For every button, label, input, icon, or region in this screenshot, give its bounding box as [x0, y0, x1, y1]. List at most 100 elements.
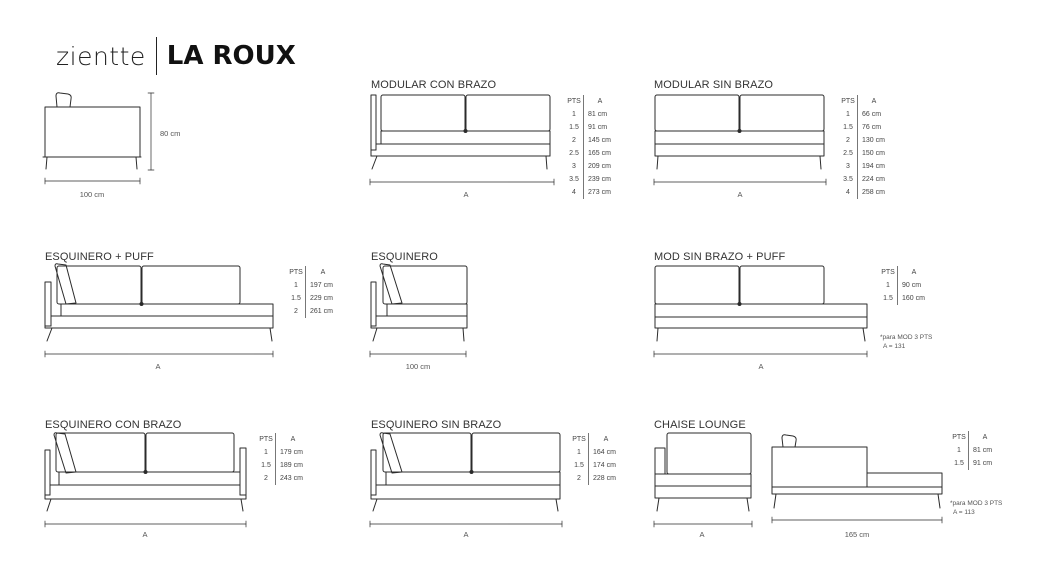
- pts-value: 3.5: [569, 176, 579, 183]
- dimension-label: A: [463, 530, 469, 539]
- mod-sin-brazo-puff-drawing: [653, 265, 868, 358]
- col-pts-header: PTS: [881, 269, 895, 276]
- table-row: 3.5 224 cm: [839, 173, 886, 186]
- pts-value: 2: [572, 137, 576, 144]
- dimension-label: 100 cm: [405, 362, 431, 371]
- a-value: 197 cm: [305, 279, 333, 292]
- a-value: 174 cm: [588, 459, 616, 472]
- a-value: 179 cm: [275, 446, 303, 459]
- pts-value: 2: [294, 308, 298, 315]
- module-title-esquinero-sin-brazo: ESQUINERO SIN BRAZO: [371, 419, 502, 431]
- pts-value: 1: [264, 449, 268, 456]
- module-note: *para MOD 3 PTS A = 131: [880, 333, 932, 351]
- note-line: *para MOD 3 PTS: [950, 500, 1003, 507]
- a-value: 224 cm: [857, 173, 885, 186]
- esquinero-sin-brazo-drawing: [369, 432, 563, 528]
- pts-value: 3: [846, 163, 850, 170]
- table-row: 1.5 174 cm: [570, 459, 619, 472]
- pts-value: 1.5: [261, 462, 271, 469]
- module-title-mod-sin-brazo-puff: MOD SIN BRAZO + PUFF: [654, 251, 786, 263]
- col-pts-header: PTS: [567, 98, 581, 105]
- col-a-header: A: [275, 433, 306, 446]
- brand-divider: [155, 37, 157, 75]
- dimension-label: A: [142, 530, 148, 539]
- col-pts-header: PTS: [572, 436, 586, 443]
- a-value: 81 cm: [583, 108, 607, 121]
- a-value: 261 cm: [305, 305, 333, 318]
- dimension-label: A: [737, 190, 743, 199]
- col-a-header: A: [305, 266, 336, 279]
- dimension-label: A: [699, 530, 705, 539]
- brand-name: zientte: [56, 41, 146, 71]
- note-line: A = 131: [883, 343, 906, 350]
- note-line: A = 113: [953, 509, 975, 516]
- height-dimension-label: 80 cm: [160, 129, 181, 138]
- a-value: 90 cm: [897, 279, 921, 292]
- modular-con-brazo-drawing: [369, 94, 555, 186]
- pts-value: 2: [264, 475, 268, 482]
- table-row: 1.5 189 cm: [257, 459, 306, 472]
- pts-value: 1.5: [569, 124, 579, 131]
- table-row: 3 209 cm: [565, 160, 612, 173]
- a-value: 91 cm: [583, 121, 607, 134]
- note-line: *para MOD 3 PTS: [880, 334, 933, 341]
- a-value: 209 cm: [583, 160, 611, 173]
- chaise-lounge-front-drawing: [653, 432, 753, 528]
- module-title-esquinero-puff: ESQUINERO + PUFF: [45, 251, 154, 263]
- pts-value: 1.5: [954, 460, 964, 467]
- pts-value: 1.5: [843, 124, 853, 131]
- module-title-chaise-lounge: CHAISE LOUNGE: [654, 419, 746, 431]
- table-row: 1.5 91 cm: [565, 121, 612, 134]
- a-value: 76 cm: [857, 121, 881, 134]
- col-pts-header: PTS: [952, 434, 966, 441]
- a-value: 189 cm: [275, 459, 303, 472]
- module-note: *para MOD 3 PTS A = 113: [950, 499, 1002, 517]
- side-view-drawing: [42, 92, 155, 185]
- col-pts-header: PTS: [259, 436, 273, 443]
- pts-value: 2.5: [569, 150, 579, 157]
- pts-value: 3.5: [843, 176, 853, 183]
- brand-logo: zientte LA ROUX: [56, 36, 296, 76]
- module-title-modular-con-brazo: MODULAR CON BRAZO: [371, 79, 497, 91]
- pts-value: 1.5: [574, 462, 584, 469]
- pts-value: 1: [957, 447, 961, 454]
- a-value: 91 cm: [968, 457, 992, 470]
- table-row: 2 261 cm: [287, 305, 336, 318]
- module-title-modular-sin-brazo: MODULAR SIN BRAZO: [654, 79, 774, 91]
- modular-sin-brazo-drawing: [653, 94, 827, 186]
- pts-value: 2: [846, 137, 850, 144]
- pts-value: 3: [572, 163, 576, 170]
- module-title-esquinero: ESQUINERO: [371, 251, 438, 263]
- a-value: 160 cm: [897, 292, 925, 305]
- col-pts-header: PTS: [289, 269, 303, 276]
- pts-value: 1: [294, 282, 298, 289]
- a-value: 258 cm: [857, 186, 885, 199]
- a-value: 66 cm: [857, 108, 881, 121]
- a-value: 228 cm: [588, 472, 616, 485]
- esquinero-drawing: [369, 263, 468, 358]
- a-value: 229 cm: [305, 292, 333, 305]
- col-a-header: A: [583, 95, 612, 108]
- dimension-label: A: [155, 362, 161, 371]
